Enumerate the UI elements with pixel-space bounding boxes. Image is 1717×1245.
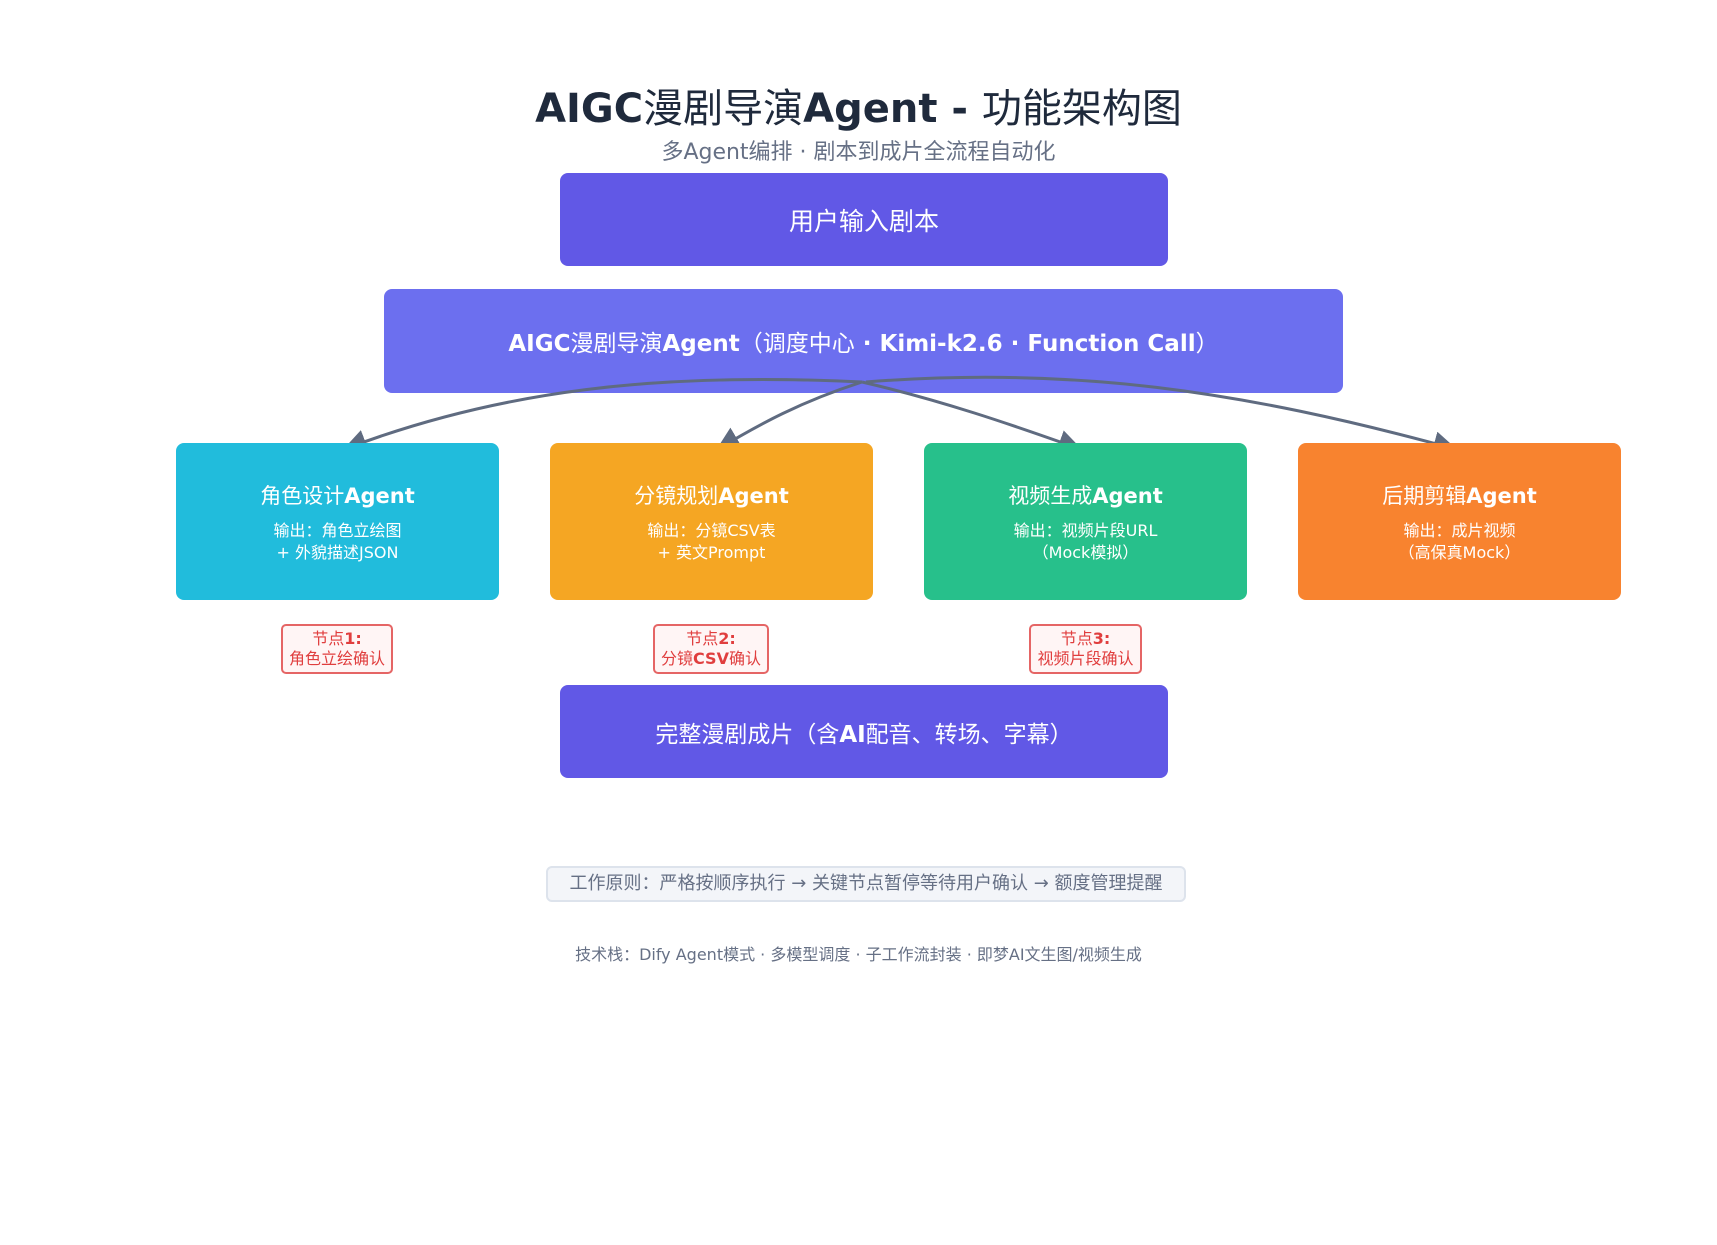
- final-output-box: 完整漫剧成片（含AI配音、转场、字幕）: [560, 685, 1168, 778]
- storyboard-agent-box: 分镜规划Agent 输出：分镜CSV表 + 英文Prompt: [550, 443, 873, 600]
- title-part-agent: Agent -: [803, 86, 982, 132]
- agent-title: 视频生成Agent: [1008, 483, 1163, 508]
- agent-title: 角色设计Agent: [260, 483, 415, 508]
- agent-title: 分镜规划Agent: [634, 483, 789, 508]
- title-part-aigc: AIGC: [535, 86, 644, 132]
- agent-output-line2: （Mock模拟）: [1032, 542, 1139, 562]
- work-principle-banner: 工作原则：严格按顺序执行 → 关键节点暂停等待用户确认 → 额度管理提醒: [546, 866, 1186, 902]
- checkpoint-node-2: 节点2: 分镜CSV确认: [653, 624, 769, 674]
- checkpoint-node-3: 节点3: 视频片段确认: [1029, 624, 1142, 674]
- tech-stack-footer: 技术栈：Dify Agent模式 · 多模型调度 · 子工作流封装 · 即梦AI…: [575, 945, 1142, 964]
- agent-output-line1: 输出：分镜CSV表: [647, 520, 776, 540]
- input-script-box: 用户输入剧本: [560, 173, 1168, 266]
- director-agent-label: AIGC漫剧导演Agent（调度中心 · Kimi-k2.6 · Functio…: [508, 331, 1219, 357]
- page-title: AIGC漫剧导演Agent - 功能架构图: [0, 76, 1717, 134]
- agent-title: 后期剪辑Agent: [1382, 483, 1537, 508]
- video-generation-agent-box: 视频生成Agent 输出：视频片段URL （Mock模拟）: [924, 443, 1247, 600]
- input-script-label: 用户输入剧本: [788, 206, 939, 236]
- agent-output-line2: + 英文Prompt: [657, 542, 766, 562]
- title-part-cn: 漫剧导演: [643, 86, 804, 132]
- final-output-label: 完整漫剧成片（含AI配音、转场、字幕）: [655, 721, 1073, 748]
- page-subtitle: 多Agent编排 · 剧本到成片全流程自动化: [661, 140, 1056, 165]
- agent-output-line2: + 外貌描述JSON: [276, 542, 399, 562]
- agent-output-line2: （高保真Mock）: [1398, 542, 1521, 562]
- checkpoint-node-1: 节点1: 角色立绘确认: [281, 624, 393, 674]
- post-editing-agent-box: 后期剪辑Agent 输出：成片视频 （高保真Mock）: [1298, 443, 1621, 600]
- title-part-suffix: 功能架构图: [981, 86, 1182, 132]
- agent-output-line1: 输出：成片视频: [1403, 520, 1516, 540]
- character-design-agent-box: 角色设计Agent 输出：角色立绘图 + 外貌描述JSON: [176, 443, 499, 600]
- agent-output-line1: 输出：视频片段URL: [1013, 520, 1158, 540]
- director-agent-box: AIGC漫剧导演Agent（调度中心 · Kimi-k2.6 · Functio…: [384, 289, 1343, 393]
- agent-output-line1: 输出：角色立绘图: [273, 520, 402, 540]
